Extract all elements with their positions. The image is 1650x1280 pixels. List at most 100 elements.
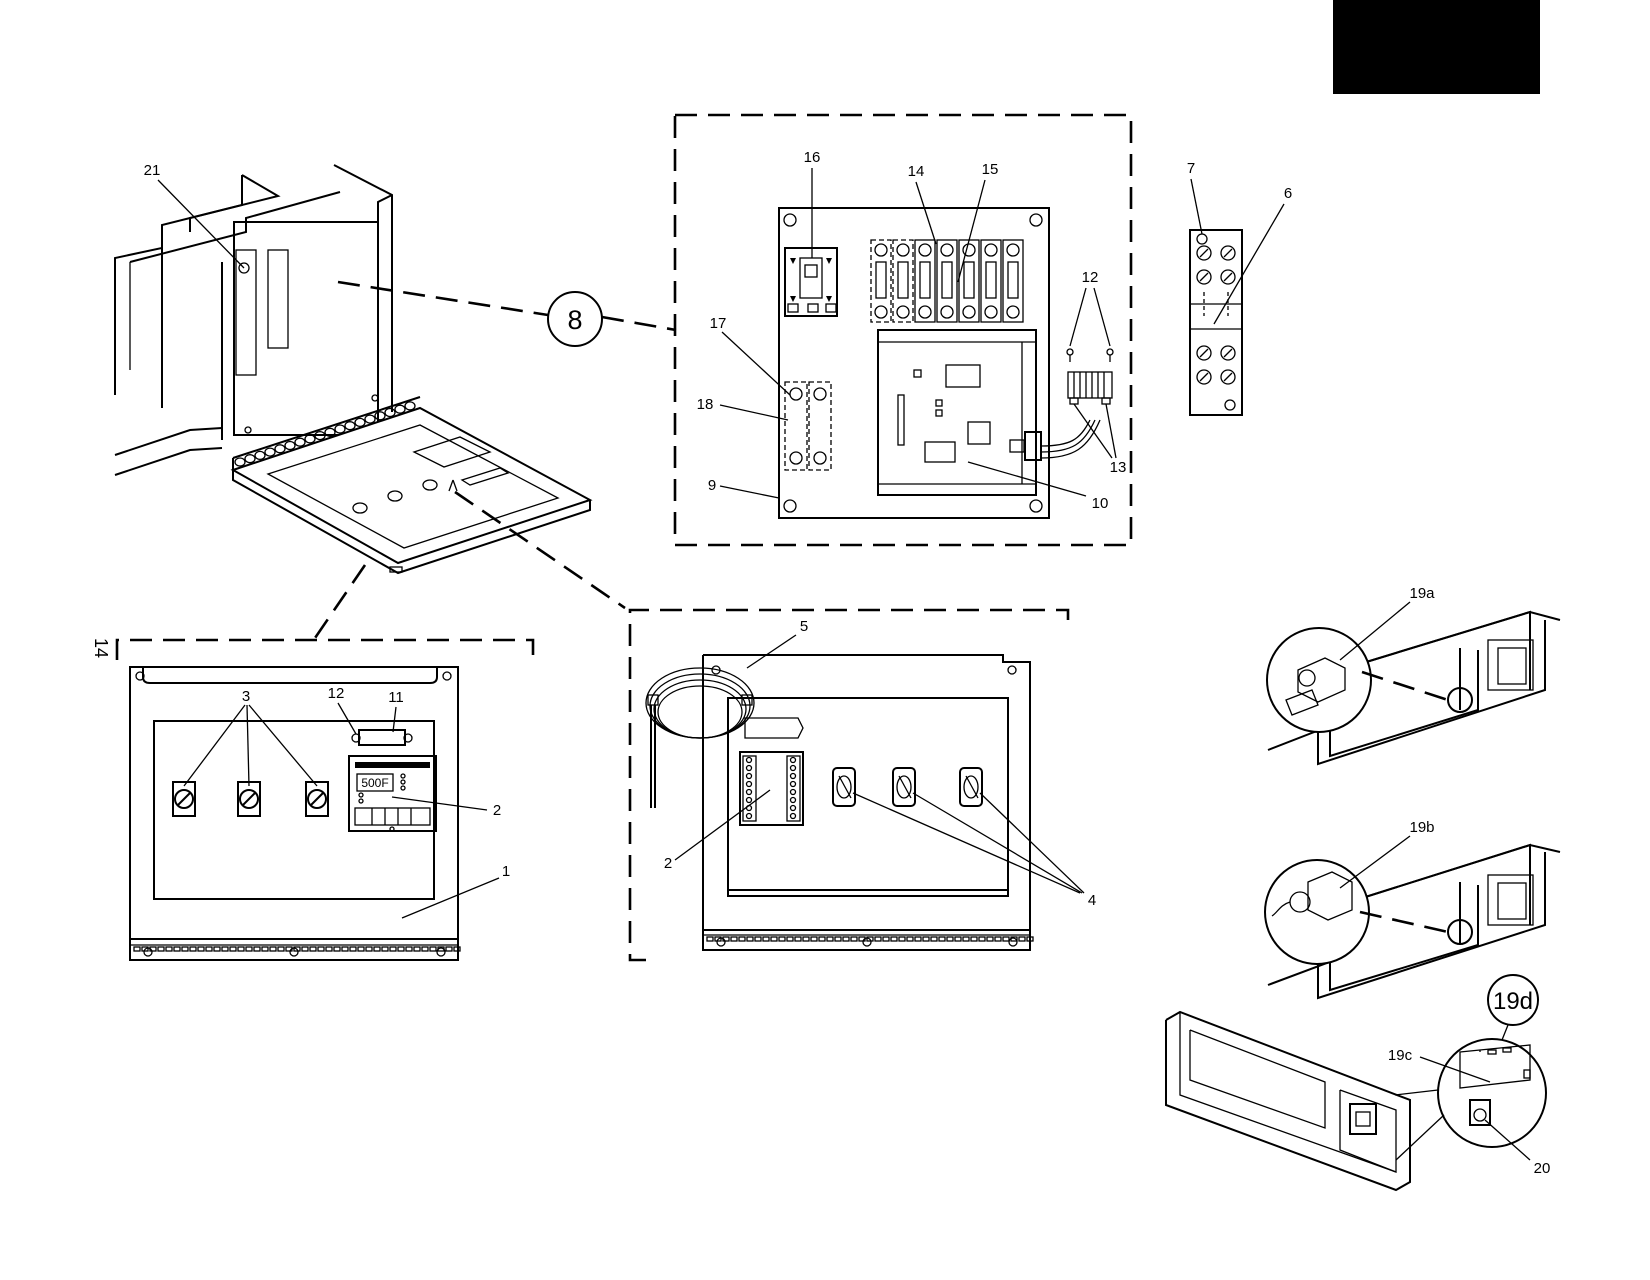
hinge-segment (221, 946, 229, 952)
callout-16: 16 (804, 149, 821, 166)
subpanel-plate (778, 207, 1050, 519)
fuse-screw (940, 305, 954, 319)
callout-6: 6 (1284, 185, 1292, 202)
temperature-controller (348, 755, 437, 832)
hinge-segment (173, 946, 181, 952)
hinge-segment (165, 946, 173, 952)
switch-bodies (832, 767, 983, 807)
hinge-segment (1002, 936, 1010, 942)
rear-terminal (789, 796, 797, 804)
hinge-segment (818, 936, 826, 942)
callout-7: 7 (1187, 160, 1195, 177)
hinge-segment (253, 946, 261, 952)
hinge-knuckle (404, 401, 416, 411)
callout-5: 5 (800, 618, 808, 635)
callout-12: 12 (1082, 269, 1099, 286)
hinge-segment (850, 936, 858, 942)
switch-body (959, 767, 983, 807)
fuse-cartridge (1007, 261, 1019, 299)
hinge-segment (754, 936, 762, 942)
hinge-knuckle (284, 440, 296, 451)
hinge-segment (293, 946, 301, 952)
subpanel-detail-box (673, 113, 1133, 547)
fuse-cartridge (919, 261, 931, 299)
strip-screw (1196, 269, 1212, 285)
terminal-screw (789, 451, 803, 465)
fuse-screw (962, 305, 976, 319)
fuse-cartridge (875, 261, 887, 299)
fuse-screw (874, 243, 888, 257)
strip-screw (1220, 269, 1236, 285)
rear-terminal (745, 788, 753, 796)
hinge-segment (930, 936, 938, 942)
fuse-cartridge (941, 261, 953, 299)
door-switch-detail-19a (1266, 610, 1561, 766)
hinge-segment (405, 946, 413, 952)
hinge-segment (349, 946, 357, 952)
hinge-segment (826, 936, 834, 942)
hinge-knuckle (244, 454, 256, 464)
hinge-segment (133, 946, 141, 952)
hinge-segment (261, 946, 269, 952)
hinge-segment (834, 936, 842, 942)
hinge-segment (453, 946, 461, 952)
rear-terminal (789, 804, 797, 812)
hinge-segment (898, 936, 906, 942)
hinge-segment (786, 936, 794, 942)
strip-screw (1196, 245, 1212, 261)
hinge-knuckle (374, 411, 386, 421)
hinge-segment (906, 936, 914, 942)
hinge-segment (317, 946, 325, 952)
callout-14-rotated: 14 (91, 638, 111, 658)
rear-terminal (789, 764, 797, 772)
hinge-segment (357, 946, 365, 952)
hinge-segment (333, 946, 341, 952)
fuse-cartridge (985, 261, 997, 299)
hinge-segment (269, 946, 277, 952)
hinge-segment (205, 946, 213, 952)
hinge-segment (986, 936, 994, 942)
rear-terminal (789, 812, 797, 820)
callout-15: 15 (982, 161, 999, 178)
callout-19d-circle (1487, 974, 1539, 1026)
hinge-segment (946, 936, 954, 942)
hinge-segment (994, 936, 1002, 942)
fuse-holder (980, 239, 1002, 323)
strip-screw (1196, 369, 1212, 385)
hinge-segment (914, 936, 922, 942)
hinge-segment (413, 946, 421, 952)
fuse-holder (958, 239, 980, 323)
selector-switches (172, 781, 329, 817)
callout-8: 8 (567, 305, 582, 335)
hinge-knuckle (254, 450, 266, 461)
hinge-segment (762, 936, 770, 942)
front-door-panel (129, 666, 461, 961)
strip-screw (1220, 345, 1236, 361)
hinge-knuckle (334, 424, 346, 434)
hinge-segment (325, 946, 333, 952)
callout-19b: 19b (1409, 819, 1434, 836)
fuse-holder (1002, 239, 1024, 323)
callout-18: 18 (697, 396, 714, 413)
hinge-segment (714, 936, 722, 942)
hinge-segment (445, 946, 453, 952)
strip-screw (1196, 345, 1212, 361)
hinge-segment (954, 936, 962, 942)
hinge-segment (810, 936, 818, 942)
hinge-segment (866, 936, 874, 942)
hinge-segment (1018, 936, 1026, 942)
hinge-segment (373, 946, 381, 952)
fuse-holder (914, 239, 936, 323)
fuse-screw (896, 243, 910, 257)
hinge-knuckle (234, 457, 246, 467)
callout-11: 11 (388, 689, 404, 706)
terminal-strip (1189, 229, 1243, 416)
hinge-segment (706, 936, 714, 942)
rear-terminal (789, 780, 797, 788)
rear-terminal (789, 788, 797, 796)
capillary-sensing-bulb (645, 667, 755, 808)
hinge-knuckle (294, 437, 306, 447)
callout-4: 4 (1088, 892, 1096, 909)
